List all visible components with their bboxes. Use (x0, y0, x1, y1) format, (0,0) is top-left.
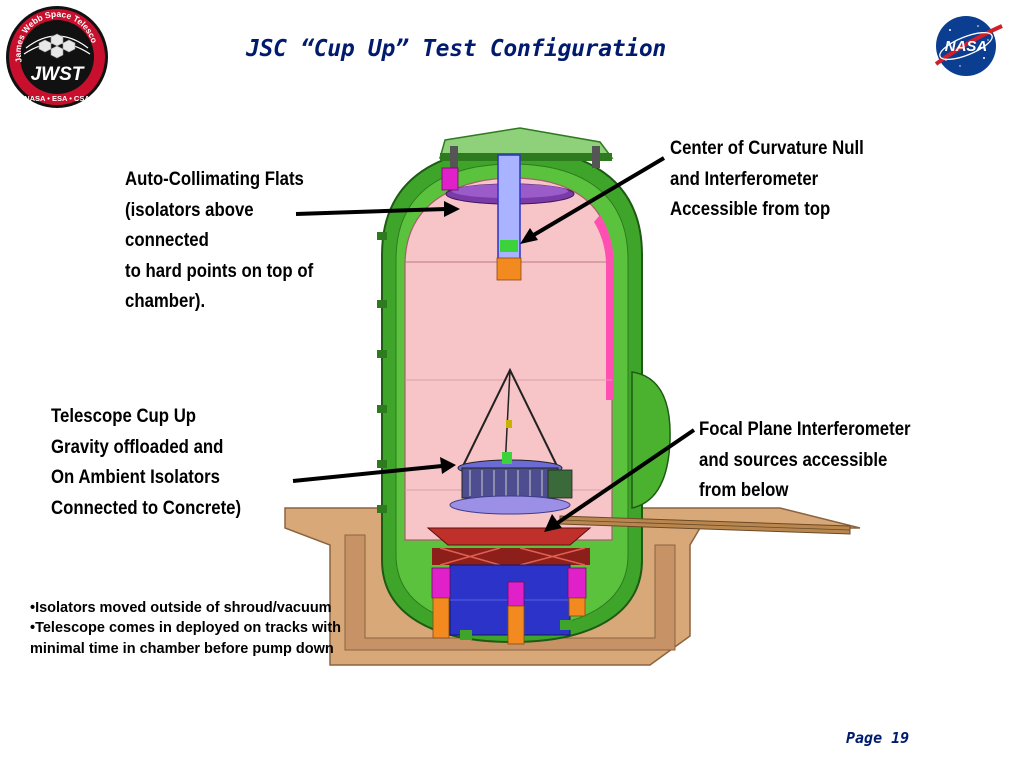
focal-plane-interferometer-label: Focal Plane Interferometer and sources a… (699, 418, 911, 501)
center-of-curvature-arrow (530, 156, 666, 238)
note-item: •Telescope comes in deployed on tracks w… (30, 620, 342, 657)
support-truss (426, 527, 592, 566)
focal-plane-arrow (554, 428, 696, 526)
center-of-curvature-tower (496, 154, 522, 281)
nasa-wordmark: NASA (945, 38, 988, 55)
telescope-cup-up-label: Telescope Cup Up Gravity offloaded and O… (51, 405, 242, 519)
chamber-top-lid (439, 127, 614, 168)
center-of-curvature-label: Center of Curvature Null and Interferome… (670, 137, 864, 220)
jwst-partners-text: NASA • ESA • CSA (24, 94, 90, 103)
auto-collimating-flats-label: Auto-Collimating Flats (isolators above … (125, 168, 314, 312)
telescope-cup-up-arrow (292, 464, 443, 483)
auto-collimating-arrow (295, 207, 447, 216)
note-item: •Isolators moved outside of shroud/vacuu… (30, 600, 332, 616)
jwst-mission-logo-icon: James Webb Space Telescope JWST NASA • E… (4, 4, 108, 108)
callout-arrows (292, 156, 696, 532)
bullet-notes: •Isolators moved outside of shroud/vacuu… (30, 598, 350, 659)
ambient-isolators (431, 564, 587, 645)
thermal-shroud (404, 177, 614, 541)
jwst-wordmark: JWST (31, 64, 85, 85)
nasa-meatball-logo-icon: NASA (934, 16, 1003, 76)
page-number: Page 19 (846, 729, 910, 747)
telescope-assembly (449, 367, 573, 515)
slide-title: JSC “Cup Up” Test Configuration (246, 36, 666, 62)
